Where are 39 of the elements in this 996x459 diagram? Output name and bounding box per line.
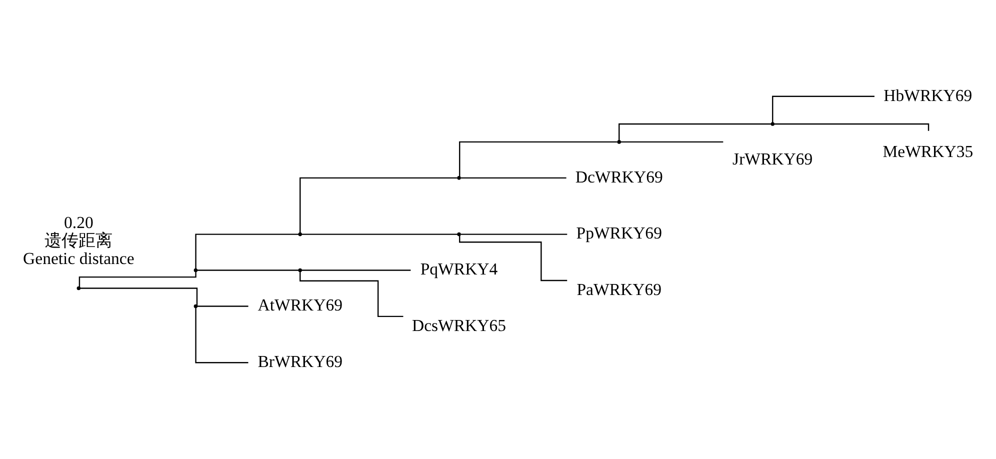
connector [301,234,457,235]
connector [194,234,298,269]
node-text: MeWRKY35 [882,142,973,162]
connector [458,236,567,282]
connector [80,288,198,306]
node-point [456,232,460,236]
node-point [193,304,198,308]
connector [460,177,566,179]
connector [620,141,723,143]
node-text: DcWRKY69 [574,167,662,186]
label: Genetic distance [22,248,134,268]
connector [299,272,403,318]
connector [196,306,248,307]
node-point [76,286,80,290]
node-point [298,232,302,236]
node-point [298,268,302,272]
node-text: PqWRKY4 [420,260,498,279]
connector [78,272,196,288]
node-text: BrWRKY69 [257,352,342,372]
node-text: PaWRKY69 [576,280,662,300]
node-text: JrWRKY69 [732,149,812,168]
label: 0.20 [63,212,93,232]
node-point [616,140,621,144]
connector [772,96,874,122]
node-point [193,268,198,272]
connector [458,141,617,176]
node-text: HbWRKY69 [883,86,972,105]
connector [194,308,248,364]
node-point [456,176,460,180]
node-text: PpWRKY69 [576,224,662,243]
node-text: DcsWRKY65 [411,316,506,336]
connector [301,270,410,271]
connector [196,270,298,271]
node-point [770,122,774,126]
connector [460,234,567,235]
node-text: AtWRKY69 [257,296,342,315]
connector [618,123,770,140]
label: 遗传距离 [44,230,112,250]
connector [299,177,457,233]
